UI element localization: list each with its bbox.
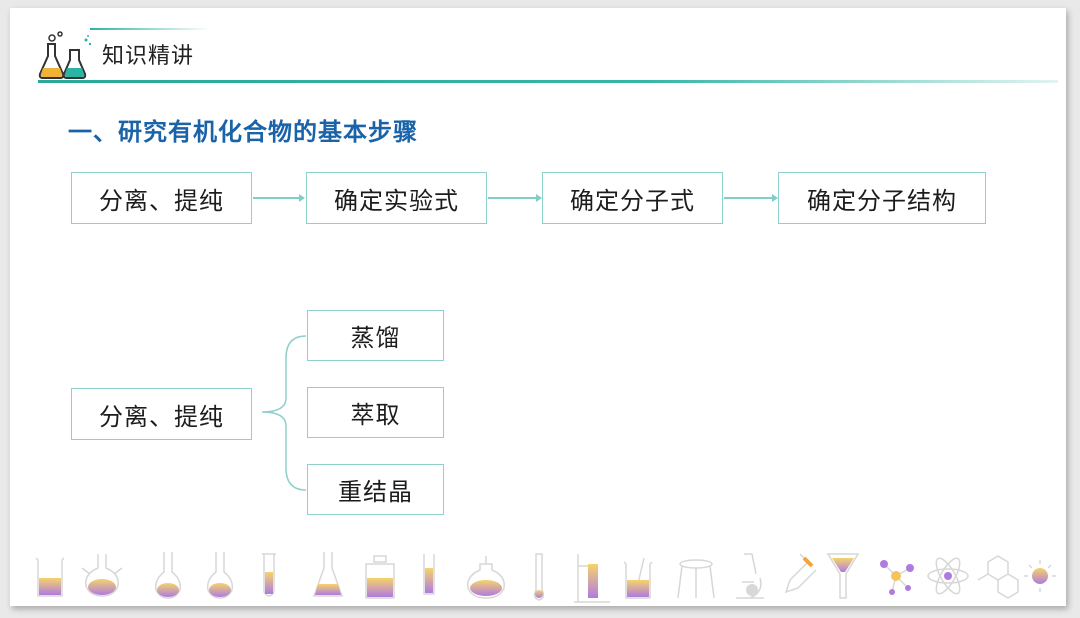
- molecule-icon: [880, 560, 914, 595]
- dropper-icon: [784, 553, 817, 594]
- flow-step-separation: 分离、提纯: [71, 172, 252, 224]
- funnel-icon: [826, 553, 860, 599]
- methods-root: 分离、提纯: [71, 388, 252, 440]
- thermometer-icon: [533, 553, 545, 601]
- flow-connector: [724, 197, 772, 199]
- flow-connector: [488, 197, 536, 199]
- header-title: 知识精讲: [102, 44, 195, 69]
- flow-step-empirical-formula: 确定实验式: [306, 172, 487, 224]
- alcohol-lamp-icon: [467, 556, 505, 599]
- method-distillation: 蒸馏: [307, 310, 444, 361]
- method-recrystallization: 重结晶: [307, 464, 444, 515]
- section-title: 一、研究有机化合物的基本步骤: [68, 118, 418, 146]
- sparkle-icon: [1024, 560, 1056, 592]
- test-tube-icon: [262, 553, 276, 597]
- tripod-icon: [677, 559, 715, 599]
- flow-connector: [253, 197, 299, 199]
- header-accent-line: [90, 28, 210, 30]
- header-divider: [38, 80, 1058, 83]
- slide: 知识精讲 一、研究有机化合物的基本步骤 分离、提纯 确定实验式 确定分子式 确定…: [10, 8, 1066, 606]
- reagent-bottle-icon: [365, 555, 395, 599]
- beaker-icon: [35, 557, 65, 597]
- arrow-right-icon: [772, 194, 778, 202]
- lab-equipment-decoration: [35, 552, 1056, 603]
- flow-step-molecular-formula: 确定分子式: [542, 172, 723, 224]
- flow-step-molecular-structure: 确定分子结构: [778, 172, 986, 224]
- beaker-icon: [623, 557, 653, 599]
- round-flask-icon: [81, 554, 123, 597]
- arrow-right-icon: [299, 194, 305, 202]
- arrow-right-icon: [536, 194, 542, 202]
- conical-flask-icon: [312, 552, 344, 597]
- flask-icon: [206, 552, 234, 599]
- test-tube-icon: [423, 554, 435, 595]
- stand-icon: [574, 554, 610, 603]
- microscope-icon: [736, 553, 764, 599]
- flask-icon: [154, 552, 182, 599]
- method-extraction: 萃取: [307, 387, 444, 438]
- flask-icon: [38, 31, 92, 79]
- hexagon-molecule-icon: [977, 555, 1019, 599]
- curly-brace: [261, 335, 307, 491]
- atom-icon: [927, 557, 969, 595]
